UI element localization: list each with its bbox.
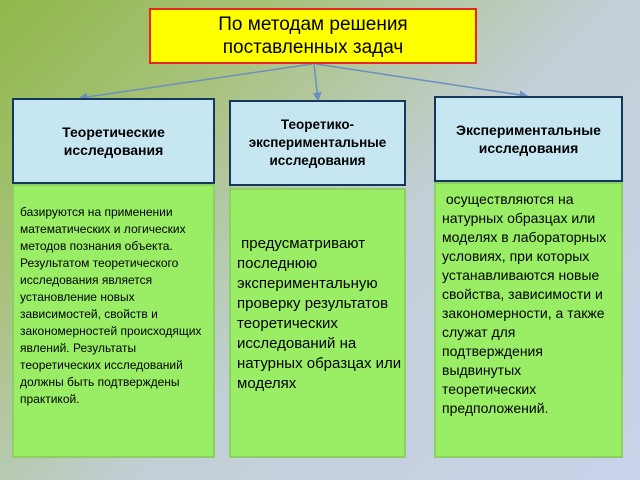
connector-center <box>312 63 322 102</box>
connector-left <box>78 63 313 102</box>
heading-experimental: Экспериментальные исследования <box>434 96 623 182</box>
connector-right <box>315 63 529 100</box>
heading-theoretical-experimental-text: Теоретико-экспериментальные исследования <box>248 117 387 168</box>
body-theoretical-experimental: предусматривают последнюю эксперименталь… <box>229 188 406 458</box>
diagram-title: По методам решения поставленных задач <box>149 8 477 64</box>
body-experimental: осуществляются на натурных образцах или … <box>434 182 623 458</box>
diagram-title-text: По методам решения поставленных задач <box>218 14 408 58</box>
heading-experimental-text: Экспериментальные исследования <box>456 122 601 156</box>
body-experimental-text: осуществляются на натурных образцах или … <box>442 191 611 416</box>
body-theoretical-experimental-text: предусматривают последнюю эксперименталь… <box>237 235 406 392</box>
body-theoretical-text: базируются на применении математических … <box>20 205 202 406</box>
heading-theoretical-text: Теоретические исследования <box>62 124 165 158</box>
body-theoretical: базируются на применении математических … <box>12 184 215 458</box>
heading-theoretical-experimental: Теоретико-экспериментальные исследования <box>229 100 406 186</box>
heading-theoretical: Теоретические исследования <box>12 98 215 184</box>
